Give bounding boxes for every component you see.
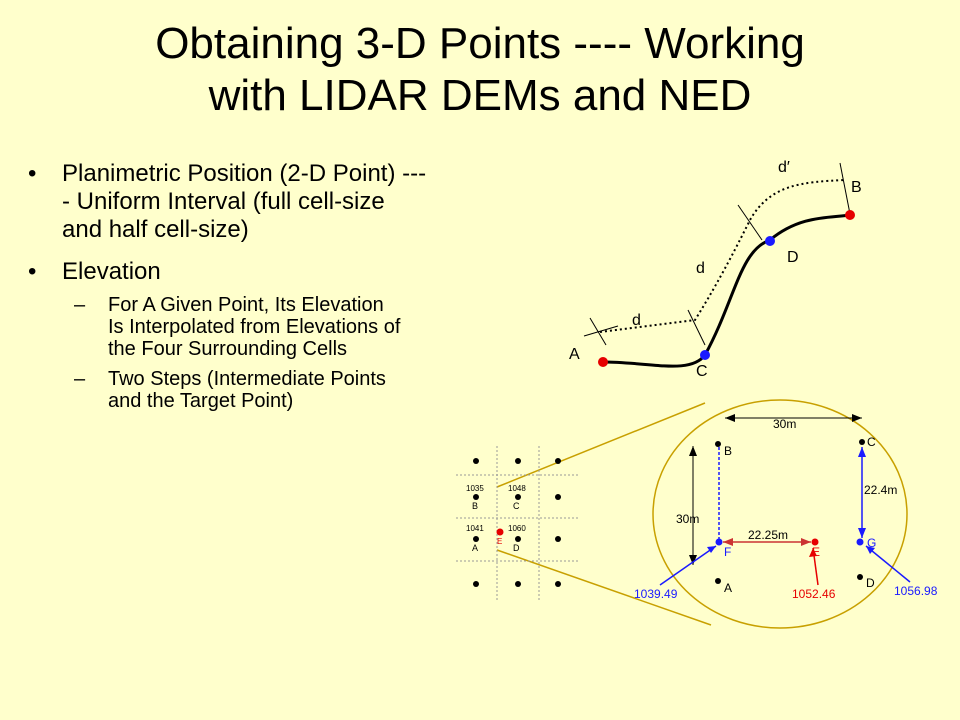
arrow-to-g [865,545,911,583]
grid-dot [473,494,479,500]
sub-bullet-marker: – [74,294,86,316]
zoom-connectors [496,402,712,626]
sub-bullet-text: For A Given Point, Its Elevation Is Inte… [108,294,401,360]
grid-dot [555,458,561,464]
point-c-marker [700,350,710,360]
grid-value-a: 1041 [466,524,484,533]
grid-letter-a: A [472,543,478,553]
grid-point-e-marker [496,528,504,536]
grid-value-c: 1048 [508,484,526,493]
grid-letter-b: B [472,501,478,511]
detail-diagram: 30m 30m 22.4m 22.25m B C F E G A D 1039.… [634,399,938,629]
detail-label-d: D [866,576,875,590]
grid-letter-e: E [497,537,502,546]
profile-curve [602,213,851,368]
detail-label-g: G [867,536,876,550]
point-a-marker [598,357,608,367]
bullet-marker: • [28,258,37,285]
grid-dot [515,536,521,542]
detail-point-a [715,578,721,584]
arrow-to-g-head [866,546,875,554]
dim-left-label: 30m [676,512,699,526]
dim-left-arrow-top [689,446,697,456]
label-b: B [851,179,862,196]
grid-dot [515,458,521,464]
label-point-d: D [787,249,799,266]
sub-bullet-two-steps: – Two Steps (Intermediate Points and the… [74,368,404,412]
dim-right-label: 22.4m [864,483,897,497]
curve-diagram: d′ B D d d A C [569,159,862,380]
grid-dot [515,494,521,500]
detail-label-c: C [867,435,876,449]
title-line-2: with LIDAR DEMs and NED [208,71,752,120]
dim-fe-label: 22.25m [748,528,788,542]
tick-c [687,309,706,346]
detail-point-d [857,574,863,580]
arrow-to-f-head [707,546,716,553]
detail-point-c [859,439,865,445]
point-b-marker [845,210,855,220]
detail-label-e: E [812,545,820,559]
fe-arrow-right [801,538,811,546]
bullet-planimetric: • Planimetric Position (2-D Point) ---- … [28,160,428,244]
tick-d [737,204,763,241]
sub-bullet-text: Two Steps (Intermediate Points and the T… [108,368,386,412]
grid-dot [555,494,561,500]
grid-dot [473,458,479,464]
dotted-path [599,179,846,333]
detail-label-a: A [724,581,732,595]
label-c: C [696,363,708,380]
detail-point-g [856,538,864,546]
grid-dot [555,536,561,542]
bullet-elevation: • Elevation [28,258,428,286]
connector-top [496,402,706,488]
label-d-2: d [632,312,641,329]
dim-top-label: 30m [773,417,796,431]
tick-b [839,162,851,215]
label-d-1: d [696,260,705,277]
detail-label-f: F [724,545,731,559]
dim-right-arrow-bottom [858,528,866,538]
value-f: 1039.49 [634,587,678,601]
fe-arrow-left [723,538,733,546]
zoom-circle [652,399,908,629]
grid-dot [473,581,479,587]
label-d-prime: d′ [778,159,790,176]
grid-letter-d: D [513,543,520,553]
value-g: 1056.98 [894,584,938,598]
grid-dot [515,581,521,587]
bullet-text: Elevation [62,258,161,285]
bullet-marker: • [28,160,37,187]
tick-a-cross [583,325,619,337]
grid-value-d: 1060 [508,524,526,533]
grid-letter-c: C [513,501,520,511]
detail-point-b [715,441,721,447]
point-d-marker [765,236,775,246]
sub-bullet-marker: – [74,368,86,390]
grid-diagram: 1035 1048 1041 1060 B C A D E [456,446,580,600]
grid-dot [555,581,561,587]
detail-point-f [715,538,723,546]
value-e: 1052.46 [792,587,836,601]
arrow-to-f [659,545,717,586]
dim-top-arrow-right [852,414,862,422]
dim-left-arrow-bottom [689,555,697,565]
detail-label-b: B [724,444,732,458]
grid-value-b: 1035 [466,484,484,493]
dim-top-arrow-left [725,414,735,422]
title-line-1: Obtaining 3-D Points ---- Working [155,19,805,68]
connector-bottom [496,549,712,626]
bullet-text: Planimetric Position (2-D Point) ---- Un… [62,160,427,243]
grid-dot [473,536,479,542]
bullet-list: • Planimetric Position (2-D Point) ---- … [28,160,428,412]
page-title: Obtaining 3-D Points ---- Working with L… [0,18,960,122]
detail-point-e [811,538,819,546]
dim-right-arrow-top [858,447,866,457]
label-a: A [569,346,580,363]
arrow-to-e-head [809,548,817,557]
sub-bullet-interpolation: – For A Given Point, Its Elevation Is In… [74,294,404,360]
